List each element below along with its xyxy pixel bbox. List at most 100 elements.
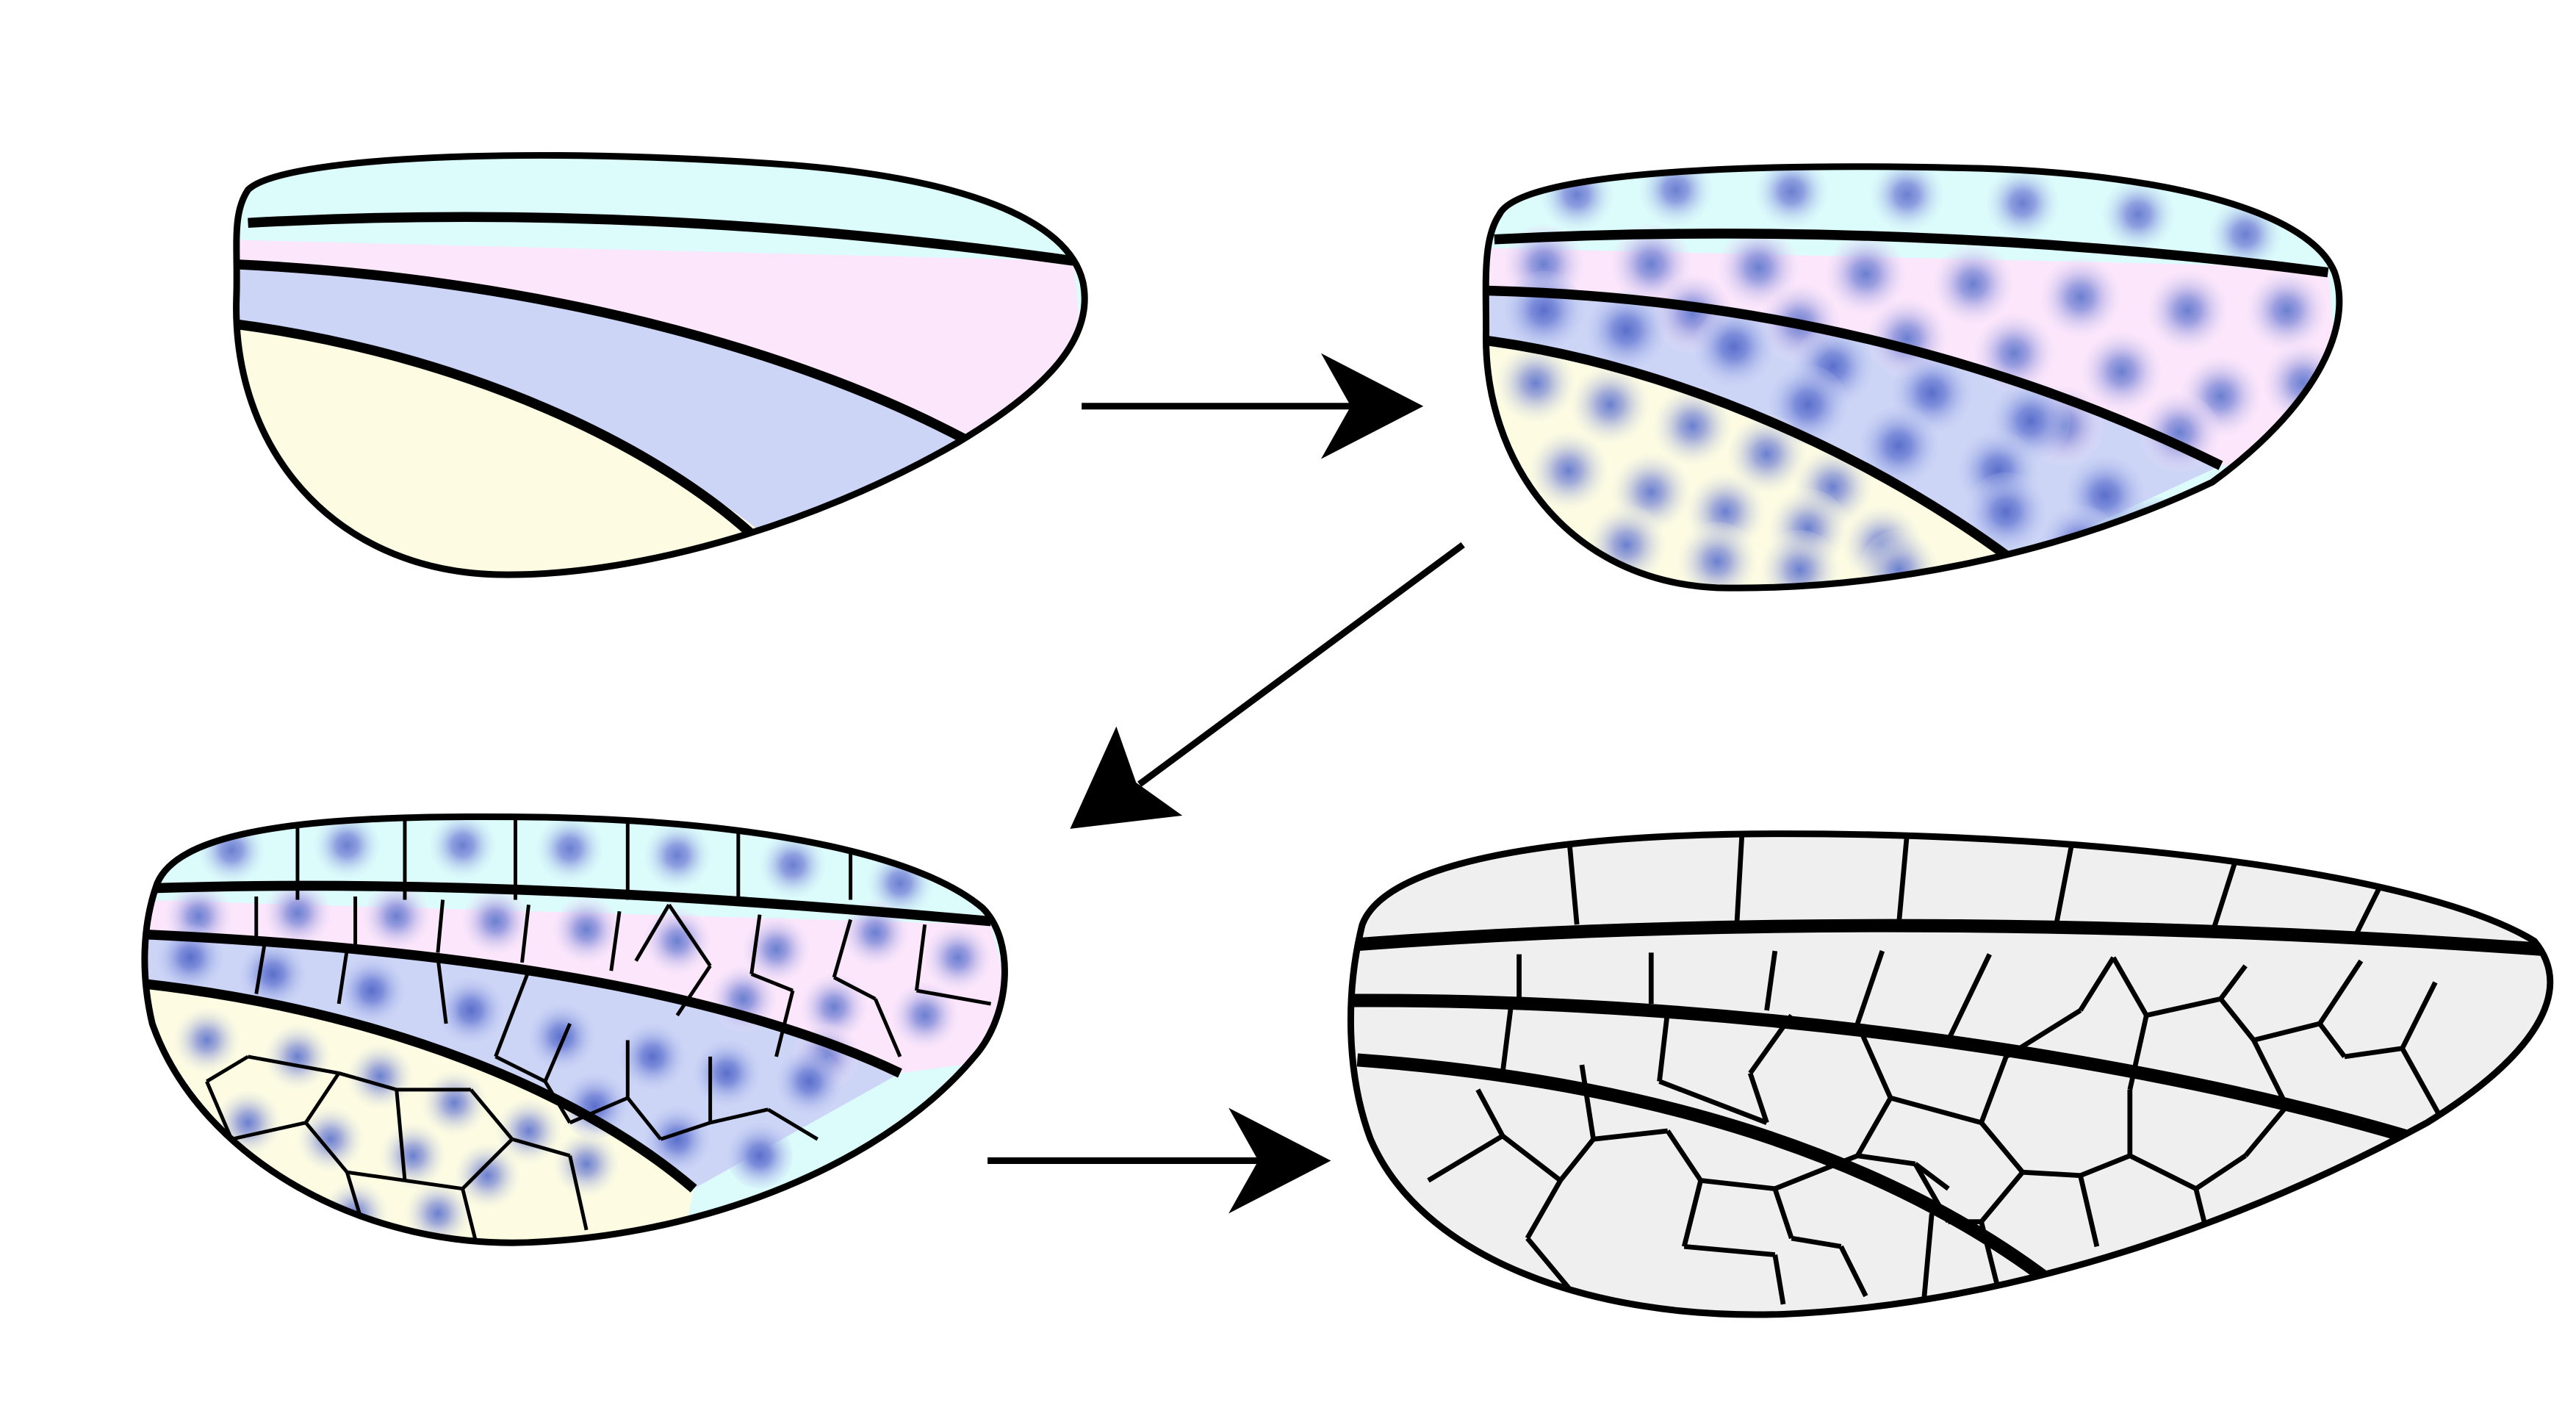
crossvein — [205, 1080, 234, 1140]
crossvein — [2022, 1169, 2081, 1179]
crossveins — [205, 817, 992, 1243]
cell-center-spot — [462, 888, 529, 955]
crossvein — [206, 1054, 249, 1083]
cell-center-spot — [1859, 406, 1939, 486]
crossvein — [634, 903, 671, 962]
longitudinal-vein — [1486, 335, 2018, 566]
cell-center-spot — [1871, 166, 1943, 231]
stage-4-wing — [1347, 830, 2554, 1318]
wing-outline — [141, 813, 1008, 1246]
cell-center-spot — [421, 1069, 488, 1136]
crossvein — [667, 903, 712, 967]
crossvein — [520, 904, 530, 963]
crossvein — [1979, 1171, 2025, 1223]
cell-center-spot — [1496, 343, 1575, 423]
crossvein — [1979, 1121, 2025, 1174]
crossvein — [1683, 1243, 1776, 1257]
longitudinal-vein — [1486, 285, 2223, 470]
crossvein — [248, 1054, 339, 1075]
cell-center-spot — [924, 924, 991, 991]
longitudinal-vein — [1494, 229, 2329, 278]
crossvein — [254, 944, 267, 994]
crossvein — [511, 1137, 571, 1158]
wing-outline — [1482, 163, 2343, 592]
crossvein — [832, 919, 852, 978]
crossvein — [1854, 950, 1885, 1025]
crossvein — [1525, 1179, 1563, 1240]
crossvein — [436, 957, 448, 1024]
crossvein — [1838, 1245, 1868, 1298]
crossvein — [1427, 1133, 1504, 1183]
cell-center-spot — [743, 916, 810, 982]
cell-center-spot — [173, 1007, 240, 1074]
cell-center-spot — [2101, 178, 2175, 251]
crossvein — [461, 1188, 481, 1243]
crossvein — [304, 1072, 341, 1124]
crossvein — [461, 1138, 514, 1190]
stage-1-wing — [233, 151, 1088, 578]
crossvein — [1657, 1010, 1671, 1082]
crossvein — [2209, 854, 2240, 934]
crossvein — [2218, 964, 2248, 1001]
cell-center-spot — [561, 1073, 628, 1140]
crossvein — [2344, 1046, 2403, 1060]
cell-center-spot — [2263, 343, 2339, 423]
crossvein — [766, 1107, 819, 1141]
stage-2-wing — [1482, 163, 2343, 592]
longitudinal-vein — [236, 259, 974, 448]
crossvein — [832, 975, 877, 1001]
cell-center-spot — [619, 1023, 686, 1090]
crossvein — [675, 964, 712, 1017]
crossvein — [2317, 1021, 2347, 1058]
cell-center-spot — [265, 1023, 331, 1090]
longitudinal-vein — [248, 212, 1074, 266]
arrow-stage1-to-stage2 — [1082, 353, 1424, 459]
cell-center-spot — [198, 817, 265, 884]
cell-center-spot — [2040, 257, 2120, 337]
cell-center-spot — [1529, 431, 1608, 511]
cell-center-spot — [2148, 270, 2228, 351]
crossvein — [2400, 981, 2438, 1050]
cell-center-spot — [1933, 244, 2013, 324]
longitudinal-vein — [1356, 919, 2544, 956]
longitudinal-vein — [145, 979, 697, 1193]
cell-center-spot — [1760, 530, 1840, 589]
cell-center-spot — [644, 822, 710, 888]
cell-center-spot — [1586, 505, 1666, 585]
cell-center-spot — [1540, 166, 1613, 231]
longitudinal-vein — [145, 929, 902, 1078]
wing-outline — [233, 151, 1088, 578]
crossvein — [1501, 1134, 1562, 1183]
cell-center-spot — [528, 1004, 595, 1070]
wing-outline — [1347, 830, 2554, 1318]
crossvein — [2400, 1047, 2446, 1124]
crossvein — [1855, 1096, 1893, 1157]
cell-center-spot — [429, 816, 496, 879]
cell-center-spot — [1652, 386, 1733, 466]
crossvein — [346, 1170, 406, 1182]
cell-center-spot — [454, 1142, 521, 1209]
crossvein — [1890, 1095, 1982, 1126]
crossvein — [1734, 833, 1745, 921]
crossvein — [404, 1178, 463, 1191]
crossvein — [543, 1023, 572, 1082]
crossvein — [1700, 1178, 1776, 1192]
cell-center-spot — [1826, 234, 1906, 314]
cell-center-spot — [727, 1122, 793, 1189]
cell-center-spot — [1694, 306, 1774, 387]
cell-center-spot — [1986, 166, 2059, 240]
crossvein — [1525, 1236, 1571, 1290]
cell-center-spot — [1570, 364, 1650, 445]
crossvein — [2078, 956, 2116, 1012]
crossvein — [1857, 1153, 1916, 1167]
crossvein — [395, 1089, 407, 1181]
crossvein — [874, 998, 902, 1057]
crossvein — [609, 910, 622, 971]
crossvein — [2253, 1021, 2321, 1043]
cell-center-spot — [1586, 290, 1666, 370]
longitudinal-vein — [152, 880, 992, 927]
longitudinal-vein — [1356, 1053, 2051, 1285]
crossvein — [1593, 1128, 1669, 1142]
crossvein — [2251, 1038, 2289, 1107]
